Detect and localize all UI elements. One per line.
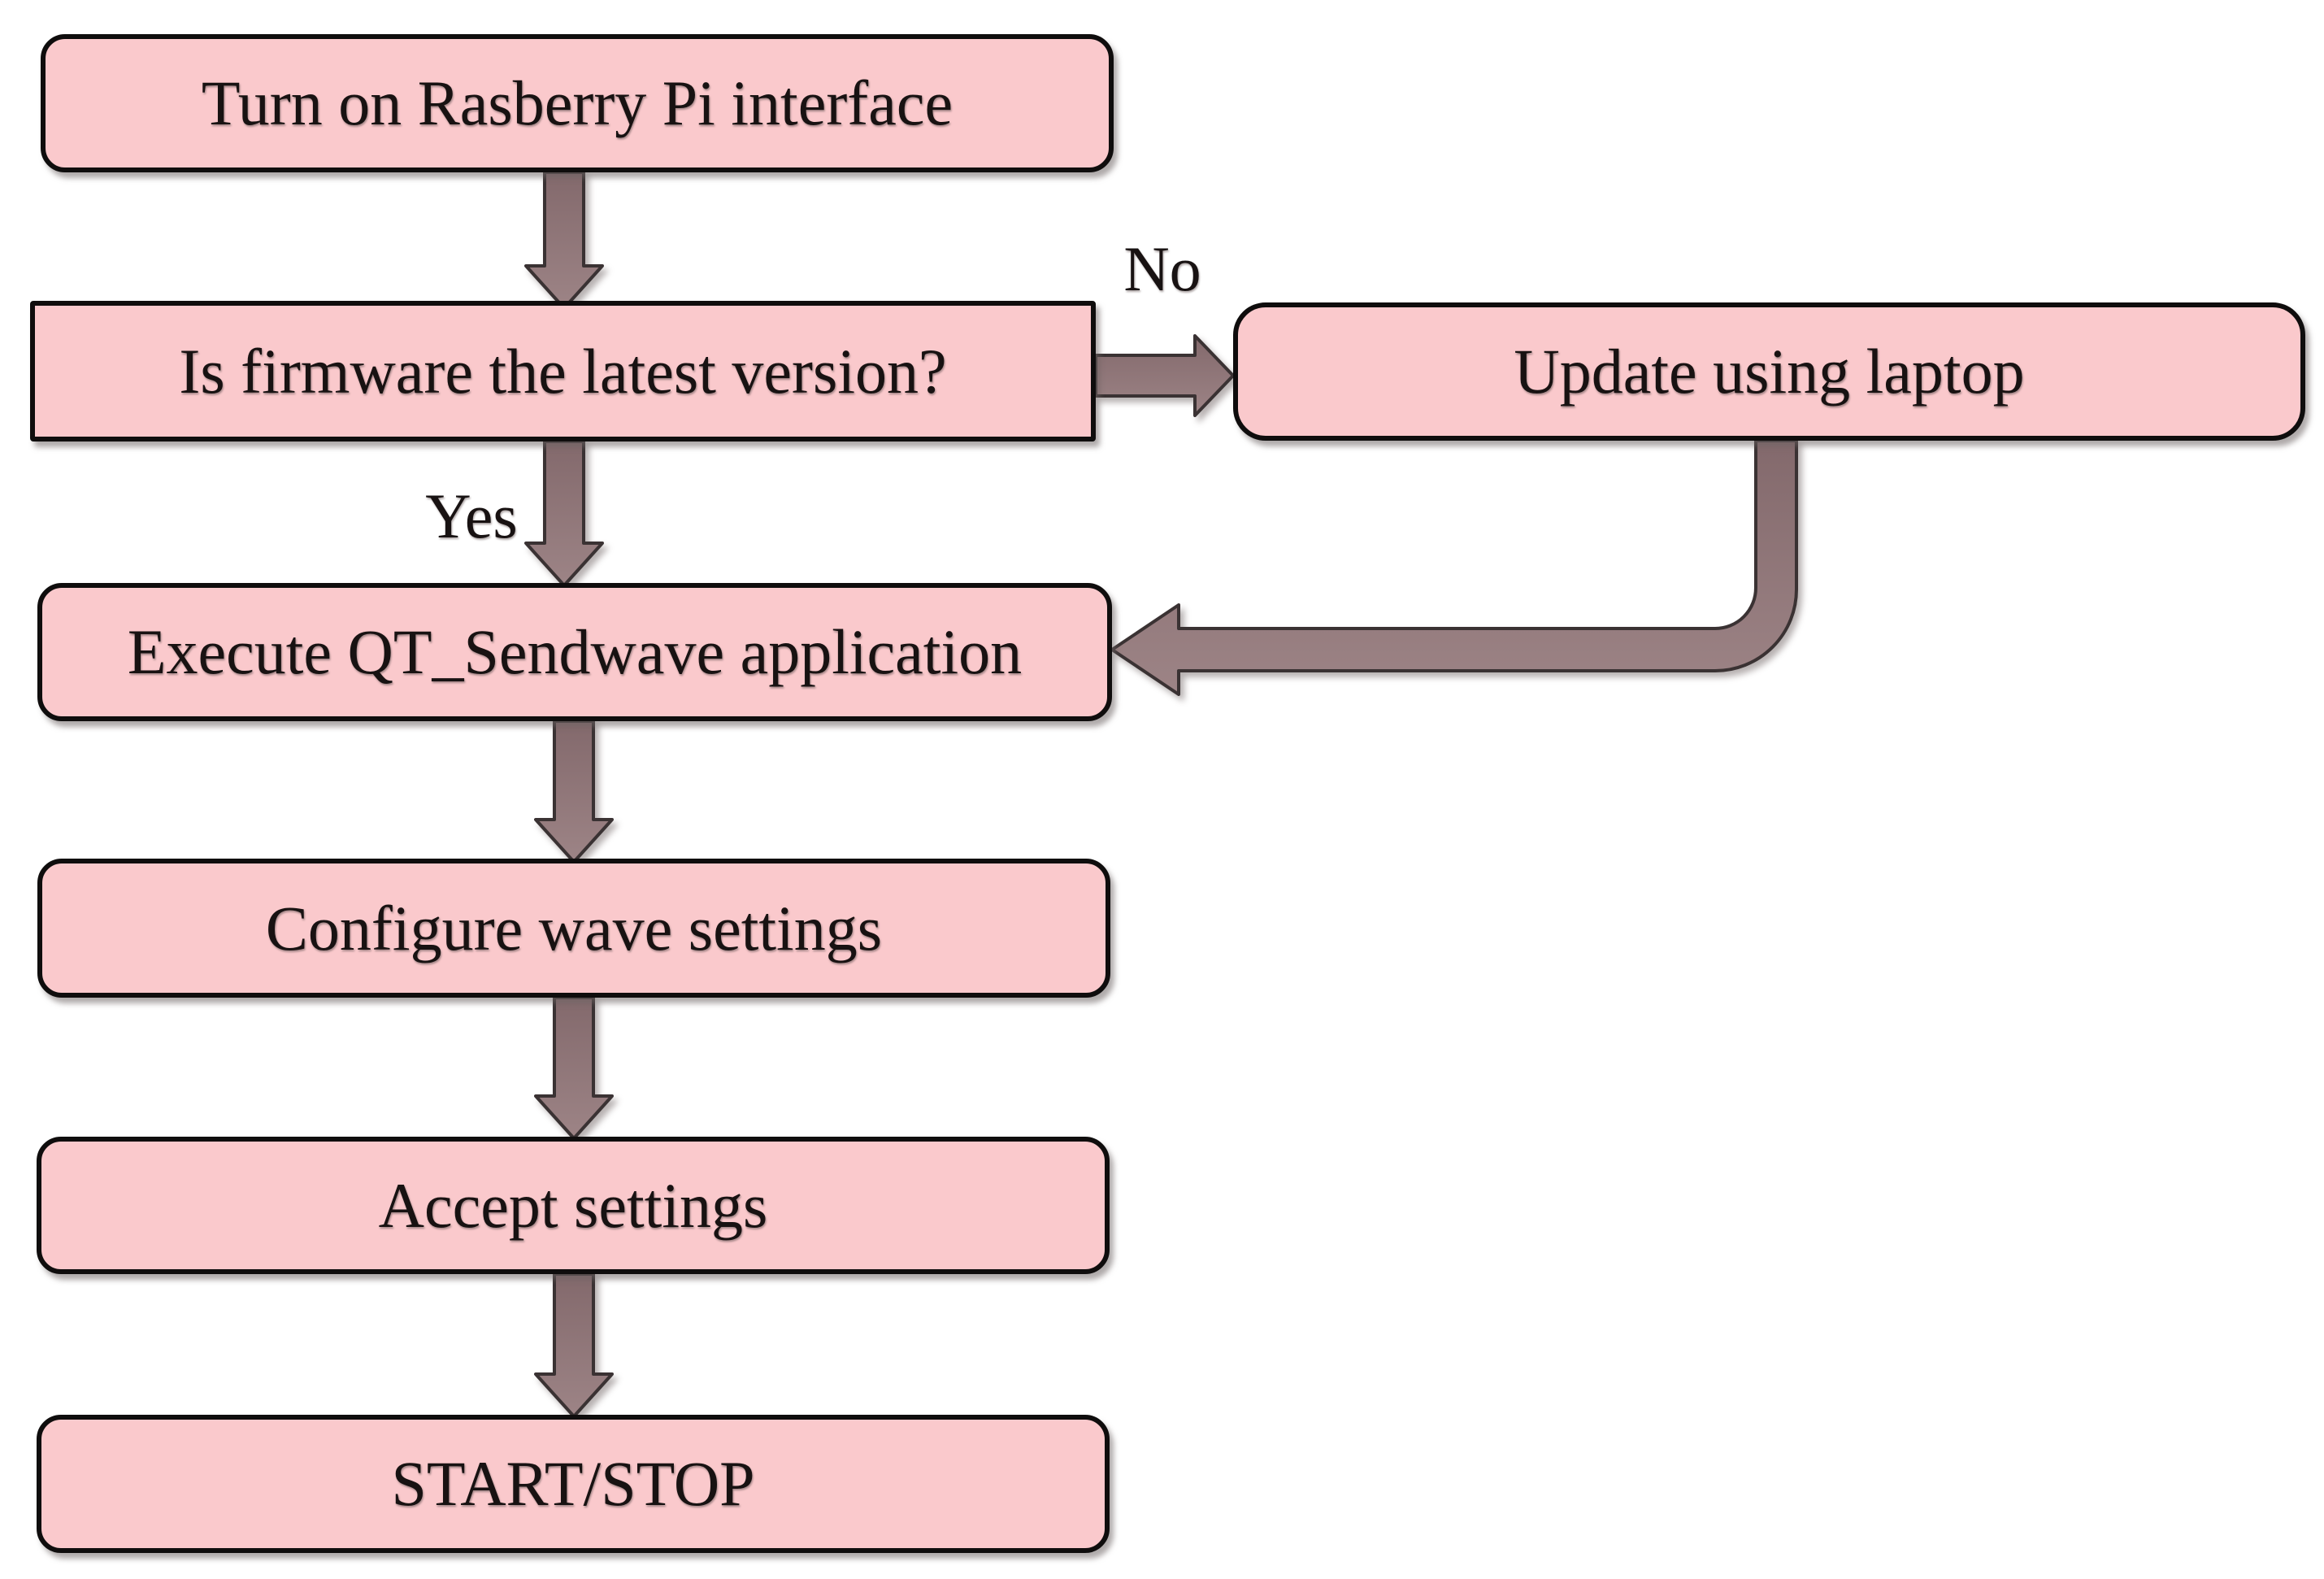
node-accept-settings: Accept settings [37, 1137, 1110, 1274]
node-label: START/STOP [391, 1448, 755, 1519]
arrow-right-no-firmware-to-update [1094, 334, 1235, 417]
arrow-down-turnon-to-firmware [524, 171, 604, 310]
node-label: Accept settings [378, 1169, 768, 1241]
node-label: Is firmware the latest version? [179, 335, 947, 407]
arrow-elbow-update-to-execute [1110, 439, 1798, 696]
edge-label-no: No [1123, 233, 1201, 304]
node-start-stop: START/STOP [37, 1415, 1110, 1553]
arrow-down-configure-to-accept [534, 996, 614, 1140]
node-execute-qt-sendwave: Execute QT_Sendwave application [37, 583, 1112, 721]
node-label: Execute QT_Sendwave application [127, 616, 1023, 687]
arrow-down-accept-to-startstop [534, 1272, 614, 1418]
arrow-down-execute-to-configure [534, 720, 614, 863]
edge-label-yes: Yes [425, 481, 518, 551]
node-turn-on-raspberry-pi: Turn on Rasberry Pi interface [41, 34, 1114, 172]
node-label: Update using laptop [1514, 336, 2025, 407]
node-firmware-version-check: Is firmware the latest version? [30, 301, 1096, 442]
node-label: Configure wave settings [265, 892, 883, 963]
node-configure-wave-settings: Configure wave settings [37, 859, 1110, 998]
node-label: Turn on Rasberry Pi interface [201, 67, 953, 138]
node-update-using-laptop: Update using laptop [1233, 302, 2305, 441]
